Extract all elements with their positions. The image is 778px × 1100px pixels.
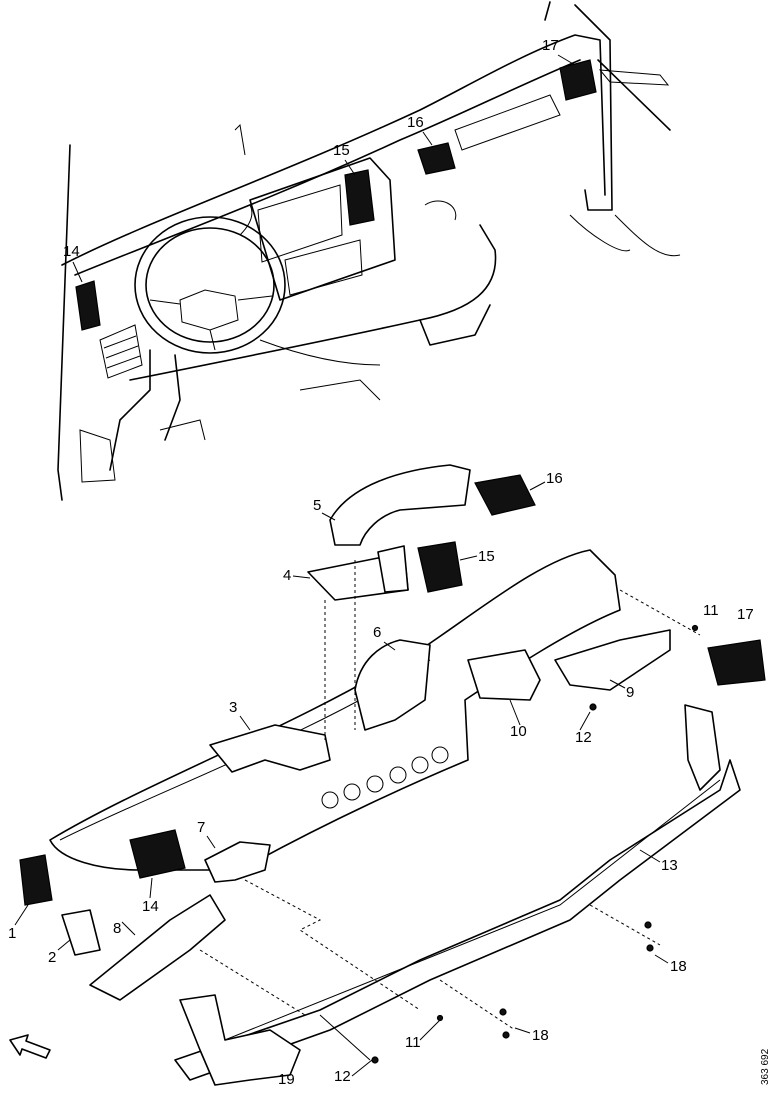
fasteners: [371, 624, 699, 1064]
callout-9: 9: [626, 684, 634, 701]
callout-8: 8: [113, 920, 121, 937]
callout-11-bottom: 11: [405, 1034, 421, 1051]
document-id: 363 692: [760, 1048, 771, 1085]
dashboard-overview: [57, 1, 681, 501]
callout-17-dash: 17: [542, 37, 559, 54]
callout-12-bottom: 12: [334, 1068, 351, 1085]
callout-10: 10: [510, 723, 527, 740]
callout-19: 19: [278, 1071, 295, 1088]
callout-1: 1: [8, 925, 16, 942]
callout-labels: 17 16 15 14 16 5 4 15 11 17 6 9 3 10 12 …: [8, 37, 754, 1088]
callout-16-dash: 16: [407, 114, 424, 131]
callout-17-vent: 17: [737, 606, 754, 623]
callout-14-dash: 14: [63, 243, 80, 260]
callout-11-top: 11: [703, 602, 719, 619]
callout-18-right: 18: [670, 958, 687, 975]
callout-18-bottom: 18: [532, 1027, 549, 1044]
duct-outlet-holes: [321, 746, 449, 809]
forward-direction-arrow-icon: [9, 1034, 51, 1059]
callout-15-vent: 15: [478, 548, 495, 565]
duct-assembly: [19, 464, 766, 1086]
callout-12-top: 12: [575, 729, 592, 746]
leader-lines: [14, 54, 669, 1077]
callout-6: 6: [373, 624, 381, 641]
callout-4: 4: [283, 567, 291, 584]
callout-14-vent: 14: [142, 898, 159, 915]
callout-16-vent: 16: [546, 470, 563, 487]
callout-2: 2: [48, 949, 56, 966]
callout-3: 3: [229, 699, 237, 716]
callout-13: 13: [661, 857, 678, 874]
callout-7: 7: [197, 819, 205, 836]
callout-5: 5: [313, 497, 321, 514]
callout-15-dash: 15: [333, 142, 350, 159]
